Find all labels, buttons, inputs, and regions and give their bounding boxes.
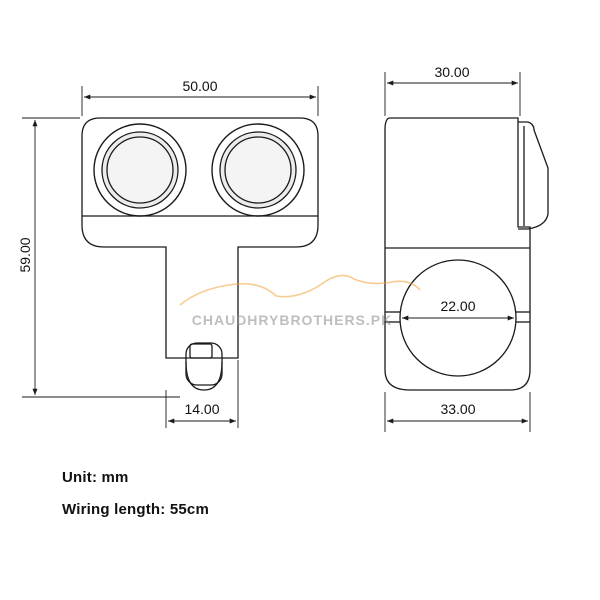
wiring-length-note: Wiring length: 55cm — [62, 501, 210, 518]
dim-front-height — [22, 117, 180, 398]
watermark-text: CHAUDHRYBROTHERS.PK — [192, 312, 393, 328]
dim-side-width-bottom — [384, 392, 531, 432]
dim-stem-width — [165, 360, 239, 428]
rocker-switch — [518, 121, 549, 230]
watermark-car-outline-icon — [179, 274, 421, 306]
side-body-outline — [384, 117, 531, 391]
stem-grommet-cable — [185, 361, 223, 391]
dim-front-height-label: 59.00 — [17, 237, 33, 272]
dim-stem-width-label: 14.00 — [184, 401, 219, 417]
dim-side-width-top — [384, 72, 521, 116]
stem-grommet-outer — [185, 342, 223, 386]
dim-front-width-label: 50.00 — [182, 78, 217, 94]
socket-left — [93, 123, 187, 217]
dim-front-width — [81, 86, 319, 116]
dim-side-width-bottom-label: 33.00 — [440, 401, 475, 417]
unit-note: Unit: mm — [62, 469, 129, 486]
watermark: CHAUDHRYBROTHERS.PK — [179, 274, 421, 328]
dim-side-width-top-label: 30.00 — [434, 64, 469, 80]
dim-clamp-diameter-label: 22.00 — [440, 298, 475, 314]
stem-grommet-tab — [189, 343, 213, 359]
front-view — [81, 117, 319, 391]
socket-right — [211, 123, 305, 217]
clamp-ring — [399, 259, 517, 377]
front-body-outline — [81, 117, 319, 359]
side-view — [384, 117, 549, 391]
